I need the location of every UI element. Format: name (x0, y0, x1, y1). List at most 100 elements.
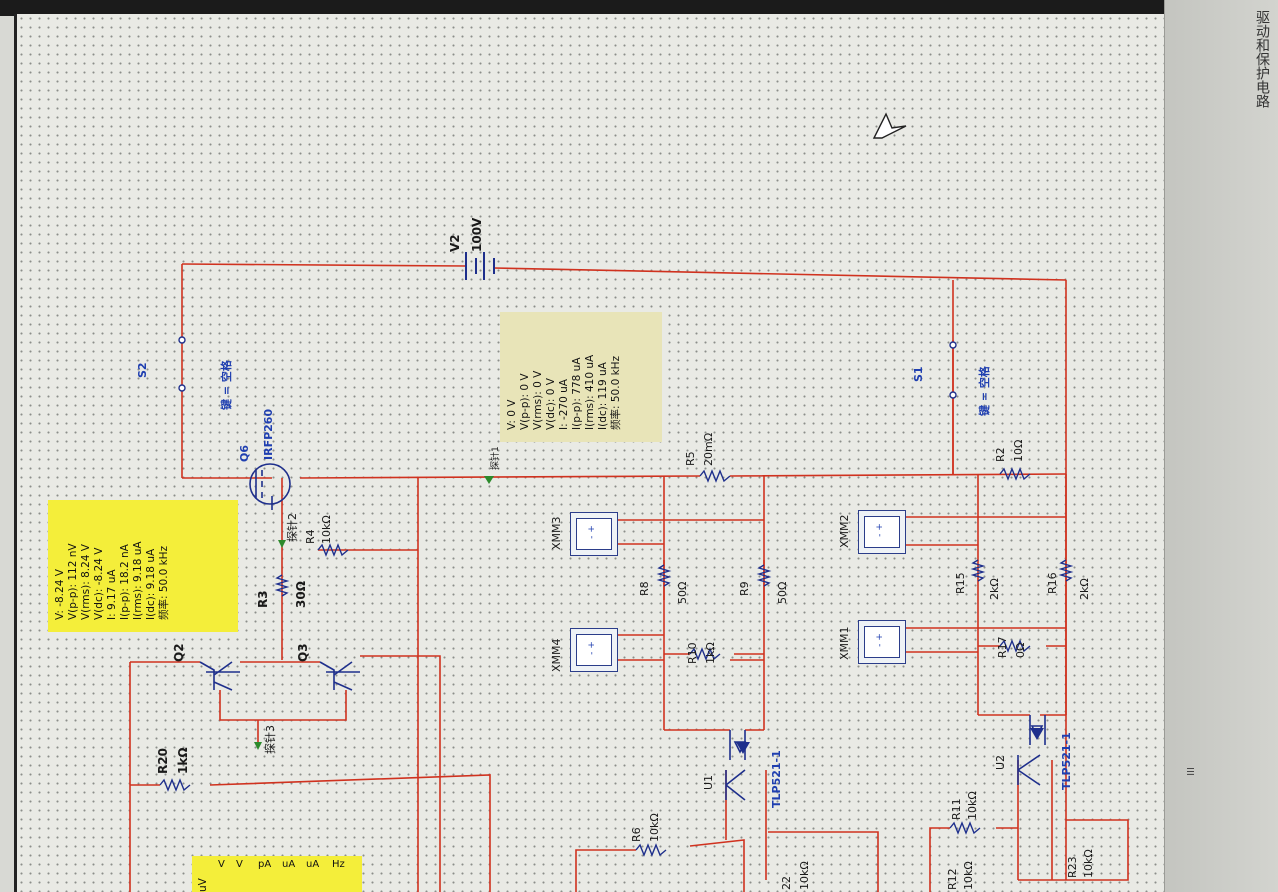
u2-ref: U2 (994, 754, 1007, 770)
probe3-label: 探针3 (264, 725, 277, 754)
xmm1-label: XMM1 (838, 626, 851, 660)
r9-ref: R9 (738, 581, 751, 596)
optocoupler-u2 (1017, 715, 1046, 786)
multimeter-xmm1[interactable]: - + (858, 620, 906, 664)
r16-value: 2kΩ (1078, 578, 1091, 600)
r12-value: 10kΩ (962, 861, 975, 890)
probe-gate-line: 频率: 50.0 kHz (158, 545, 170, 620)
wire-bottom-right (929, 819, 1129, 892)
probe-gate-line: I(p-p): 18.2 nA (119, 544, 131, 620)
probe-drain-line: V(dc): 0 V (545, 378, 557, 430)
probe-drain-line: I: -270 uA (558, 379, 570, 430)
resistor-r10 (689, 647, 721, 661)
r10-ref: R10 (686, 642, 699, 664)
window-top-bar (0, 0, 1278, 16)
r10-value: 1kΩ (704, 642, 717, 664)
resistor-r5 (699, 469, 731, 483)
diode-u2 (1030, 728, 1044, 740)
probe-partial-line: uV (197, 878, 209, 892)
r2-value: 10Ω (1012, 439, 1025, 462)
r22-ref: 22 (780, 876, 793, 890)
probe1-flag (484, 476, 494, 484)
r8-ref: R8 (638, 581, 651, 596)
resistor-r20 (159, 778, 191, 792)
q6-part: IRFP260 (262, 408, 275, 460)
probe-gate-line: V(rms): 8.24 V (80, 544, 92, 620)
wire-top-rail (181, 263, 1067, 281)
r6-value: 10kΩ (648, 813, 661, 842)
r16-ref: R16 (1046, 572, 1059, 594)
right-properties-panel: III (1164, 0, 1278, 892)
probe-drain-line: I(dc): 119 uA (597, 362, 609, 430)
r20-ref: R20 (156, 748, 170, 774)
multimeter-xmm3[interactable]: - + (570, 512, 618, 556)
r9-value: 50Ω (776, 581, 789, 604)
wire-xmm1 (905, 627, 1066, 653)
mosfet-q6 (249, 463, 291, 510)
probe-partial-readout: uV V V pA uA uA Hz (192, 856, 362, 892)
resistor-r15 (970, 559, 986, 582)
probe-drain-line: I(rms): 410 uA (584, 354, 596, 430)
wire-xmm3 (618, 519, 764, 545)
probe-partial-line: Hz (332, 859, 345, 870)
wire-probe3 (219, 690, 347, 745)
xmm2-label: XMM2 (838, 514, 851, 548)
r23-value: 10kΩ (1082, 849, 1095, 878)
resistor-r4 (317, 543, 349, 557)
resistor-r9 (756, 564, 772, 587)
schematic-canvas[interactable] (14, 14, 1167, 892)
r12-ref: R12 (946, 868, 959, 890)
wire-xmm2 (905, 516, 1066, 546)
r15-value: 2kΩ (988, 578, 1001, 600)
r2-ref: R2 (994, 447, 1007, 462)
wire-r15-r16 (977, 474, 1067, 715)
s1-ref: S1 (912, 366, 925, 382)
wire-drain-bus (182, 473, 1067, 479)
r11-value: 10kΩ (966, 791, 979, 820)
xmm4-label: XMM4 (550, 638, 563, 672)
wire-bottom-left (575, 831, 879, 892)
probe-partial-line: pA (258, 859, 272, 870)
probe-partial-line: V (236, 859, 243, 870)
scrollbar-grip[interactable]: III (1185, 767, 1197, 776)
probe3-flag (254, 742, 262, 750)
q3-ref: Q3 (296, 643, 310, 662)
probe-gate-line: V(dc): -8.24 V (93, 547, 105, 620)
r17-ref: R17 (996, 636, 1009, 658)
multimeter-xmm2[interactable]: - + (858, 510, 906, 554)
u1-part: TLP521-1 (770, 750, 783, 808)
v2-value: 100V (470, 217, 484, 252)
resistor-r3 (274, 574, 290, 597)
resistor-r17 (999, 639, 1031, 653)
probe-drain-readout: V: 0 V V(p-p): 0 V V(rms): 0 V V(dc): 0 … (500, 312, 662, 442)
r8-value: 50Ω (676, 581, 689, 604)
optocoupler-u1 (725, 730, 747, 801)
circuit-wires (129, 252, 1129, 892)
probe-partial-line: uA (282, 859, 296, 870)
r15-ref: R15 (954, 572, 967, 594)
r5-ref: R5 (684, 451, 697, 466)
multimeter-xmm4[interactable]: - + (570, 628, 618, 672)
s1-key: 键 = 空格 (978, 366, 991, 416)
probe-drain-line: V(p-p): 0 V (519, 373, 531, 430)
probe-drain-line: V: 0 V (506, 399, 518, 430)
r6-ref: R6 (630, 827, 643, 842)
transistor-q3 (319, 661, 360, 691)
probe-drain-line: I(p-p): 778 uA (571, 357, 583, 430)
xmm3-label: XMM3 (550, 516, 563, 550)
side-tab-title[interactable]: 驱动和保护电路 (1254, 10, 1270, 108)
r4-value: 10kΩ (320, 515, 333, 544)
wire-r8-r9 (663, 560, 765, 600)
probe-partial-line: uA (306, 859, 320, 870)
probe-gate-line: V: -8.24 V (54, 569, 66, 620)
probe2-flag (278, 540, 286, 548)
probe1-label: 探针1 (491, 446, 501, 470)
probe2-label: 探针2 (286, 513, 299, 542)
wire-r20 (129, 662, 491, 892)
switch-s2 (178, 336, 186, 392)
resistor-r16 (1058, 559, 1074, 582)
wire-xmm4 (618, 634, 764, 661)
probe-drain-line: V(rms): 0 V (532, 370, 544, 430)
q2-ref: Q2 (172, 643, 186, 662)
